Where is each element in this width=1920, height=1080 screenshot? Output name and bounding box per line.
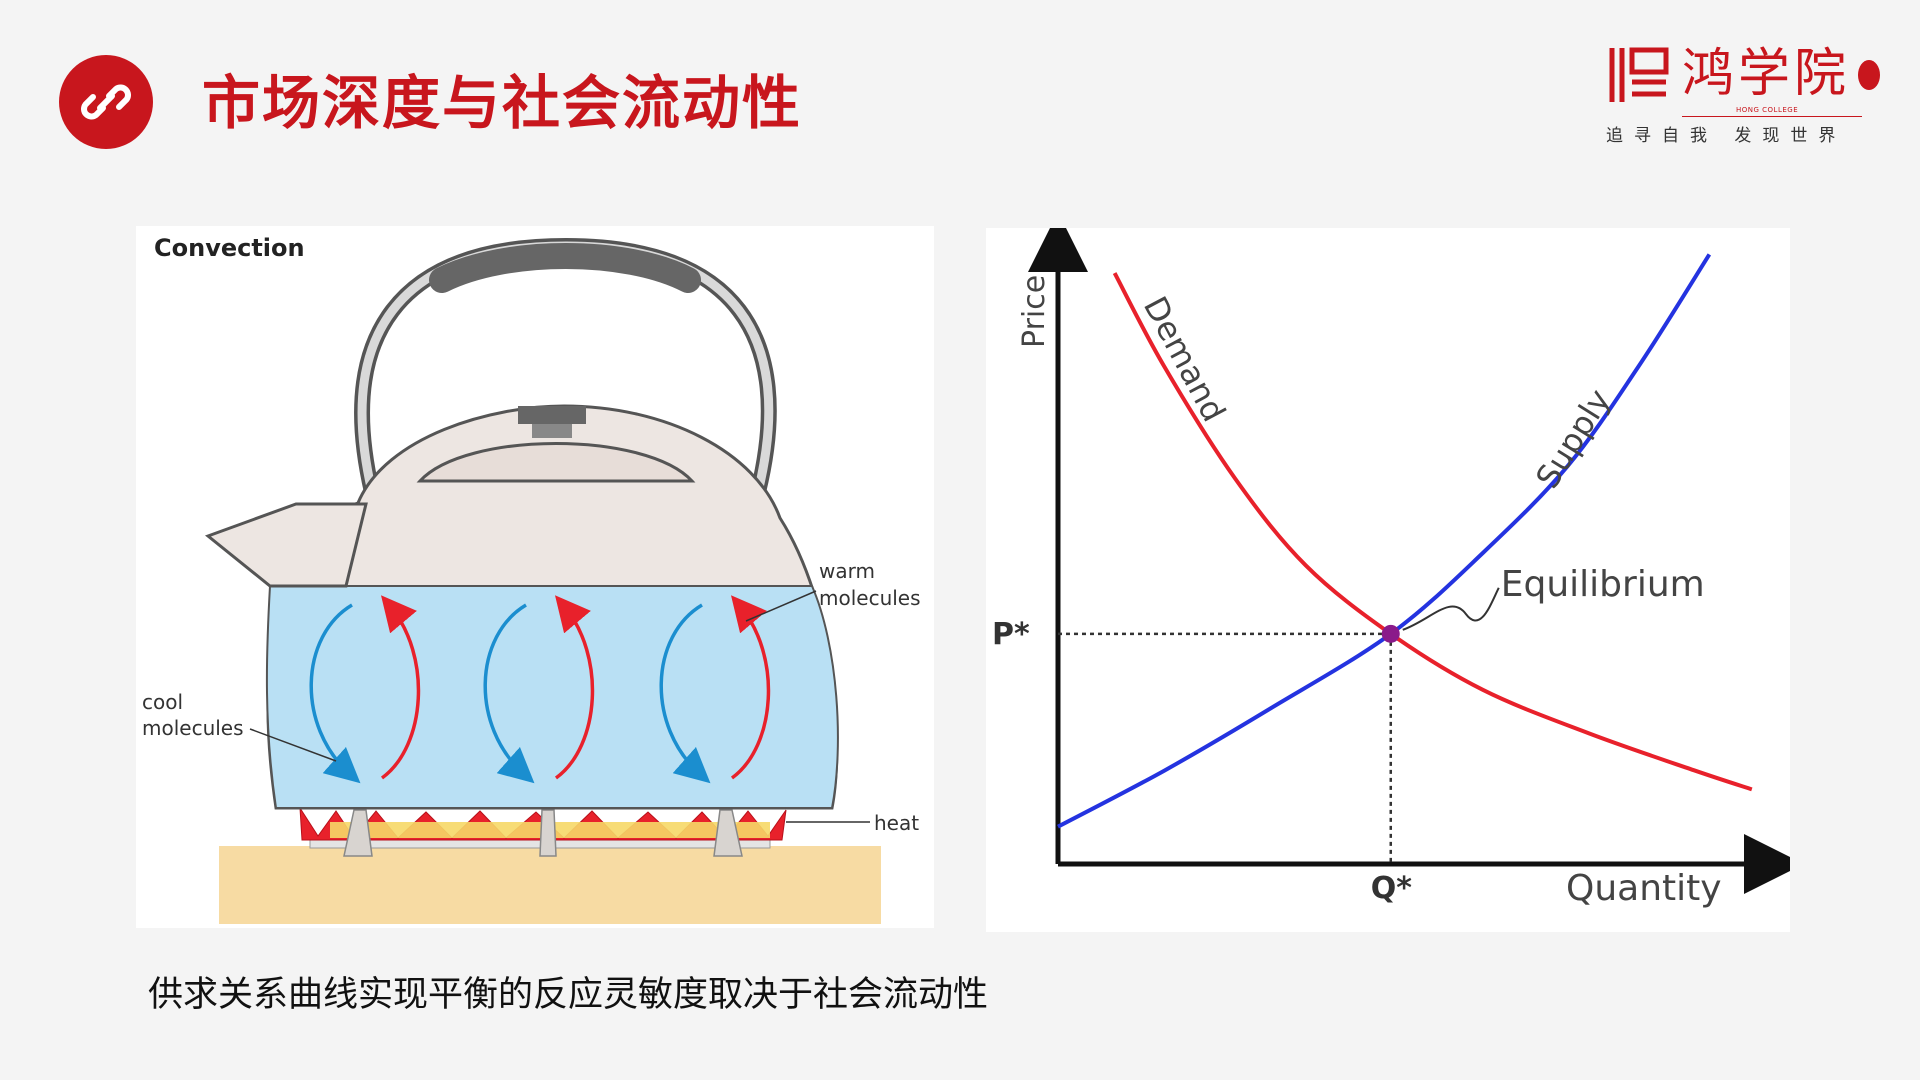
kettle-spout bbox=[204, 502, 368, 588]
handle-grip bbox=[429, 243, 701, 293]
label-warm-molecules: molecules bbox=[819, 586, 921, 610]
convection-title: Convection bbox=[154, 234, 305, 262]
kettle-lid bbox=[416, 442, 696, 483]
label-warm: warm bbox=[819, 559, 875, 583]
page-title: 市场深度与社会流动性 bbox=[202, 69, 803, 137]
logo-name: 鸿学院 bbox=[1682, 44, 1851, 104]
link-glyph bbox=[81, 84, 131, 120]
supply-series-label: Supply bbox=[1528, 382, 1618, 495]
burner-supports bbox=[343, 809, 743, 857]
lid-knob bbox=[518, 406, 586, 424]
equilibrium-leader bbox=[1402, 587, 1500, 631]
link-icon bbox=[59, 55, 153, 149]
equilibrium-point bbox=[1381, 624, 1400, 643]
label-heat: heat bbox=[874, 811, 919, 835]
logo-english: HONG COLLEGE bbox=[1736, 106, 1799, 114]
chart-svg: Price Quantity Equilibrium P* Q* Demand … bbox=[992, 212, 1804, 909]
label-cool-molecules: molecules bbox=[142, 716, 244, 740]
q-star-label: Q* bbox=[1371, 871, 1413, 906]
convection-currents bbox=[309, 595, 771, 784]
y-axis-label: Price bbox=[1017, 275, 1052, 348]
x-axis-label: Quantity bbox=[1566, 868, 1722, 909]
p-star-label: P* bbox=[992, 617, 1030, 652]
logo-mark-icon bbox=[1609, 47, 1669, 102]
demand-series-label: Demand bbox=[1136, 290, 1233, 428]
caption: 供求关系曲线实现平衡的反应灵敏度取决于社会流动性 bbox=[148, 975, 989, 1015]
college-logo: 鸿学院 HONG COLLEGE 追寻自我 发现世界 bbox=[1606, 42, 1886, 152]
kettle-illustration: Convection bbox=[142, 234, 921, 924]
water bbox=[265, 585, 839, 809]
logo-slogan: 追寻自我 发现世界 bbox=[1606, 126, 1847, 146]
equilibrium-label: Equilibrium bbox=[1501, 564, 1705, 605]
demand-curve bbox=[1112, 272, 1753, 792]
logo-divider bbox=[1682, 116, 1862, 117]
supply-curve bbox=[1057, 253, 1712, 829]
leader-warm bbox=[745, 590, 817, 622]
supply-demand-chart: Price Quantity Equilibrium P* Q* Demand … bbox=[986, 212, 1804, 932]
leader-cool bbox=[249, 728, 337, 762]
seal-icon bbox=[1858, 60, 1880, 90]
stove-surface bbox=[219, 846, 881, 924]
convection-diagram: Convection bbox=[136, 226, 934, 928]
label-cool: cool bbox=[142, 690, 183, 714]
